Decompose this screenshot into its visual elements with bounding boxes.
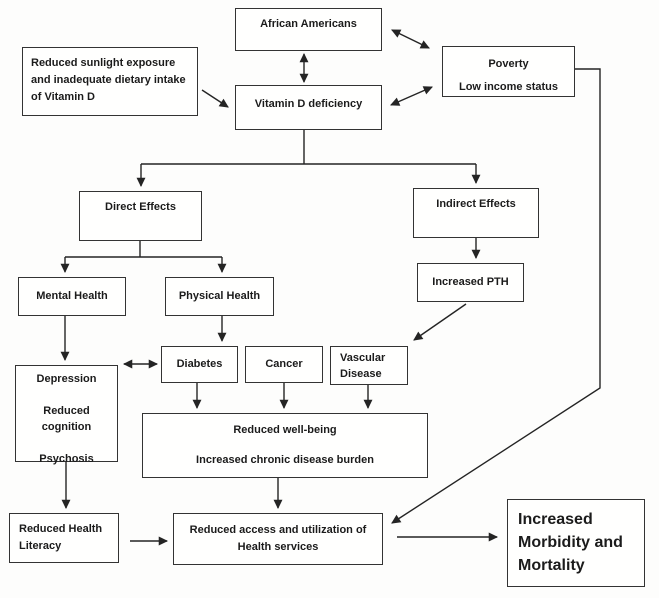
edge-vitamind-trunk: [141, 130, 476, 165]
node-increased-morbidity-mortality: Increased Morbidity and Mortality: [507, 499, 645, 587]
node-cancer: Cancer: [245, 346, 323, 383]
node-reduced-health-literacy: Reduced Health Literacy: [9, 513, 119, 563]
node-reduced-sunlight-exposure: Reduced sunlight exposure and inadequate…: [22, 47, 198, 116]
node-physical-health: Physical Health: [165, 277, 274, 316]
edge-direct-trunk: [65, 241, 222, 258]
node-indirect-effects: Indirect Effects: [413, 188, 539, 238]
edge-pth-vascular: [413, 303, 467, 341]
node-vitamin-d-deficiency: Vitamin D deficiency: [235, 85, 382, 130]
node-mental-health: Mental Health: [18, 277, 126, 316]
node-diabetes: Diabetes: [161, 346, 238, 383]
edge-vitamind-poverty: [390, 86, 433, 106]
node-african-americans: African Americans: [235, 8, 382, 51]
edge-sunlight-vitamind: [201, 89, 229, 108]
edge-african-poverty: [391, 29, 430, 49]
node-reduced-access-health-services: Reduced access and utilization of Health…: [173, 513, 383, 565]
node-reduced-wellbeing-burden: Reduced well-being Increased chronic dis…: [142, 413, 428, 478]
node-poverty-low-income: Poverty Low income status: [442, 46, 575, 97]
node-direct-effects: Direct Effects: [79, 191, 202, 241]
edge-poverty-access: [391, 68, 601, 524]
node-increased-pth: Increased PTH: [417, 263, 524, 302]
node-depression-cognition-psychosis: Depression Reduced cognition Psychosis: [15, 365, 118, 465]
node-vascular-disease: Vascular Disease: [330, 346, 408, 385]
